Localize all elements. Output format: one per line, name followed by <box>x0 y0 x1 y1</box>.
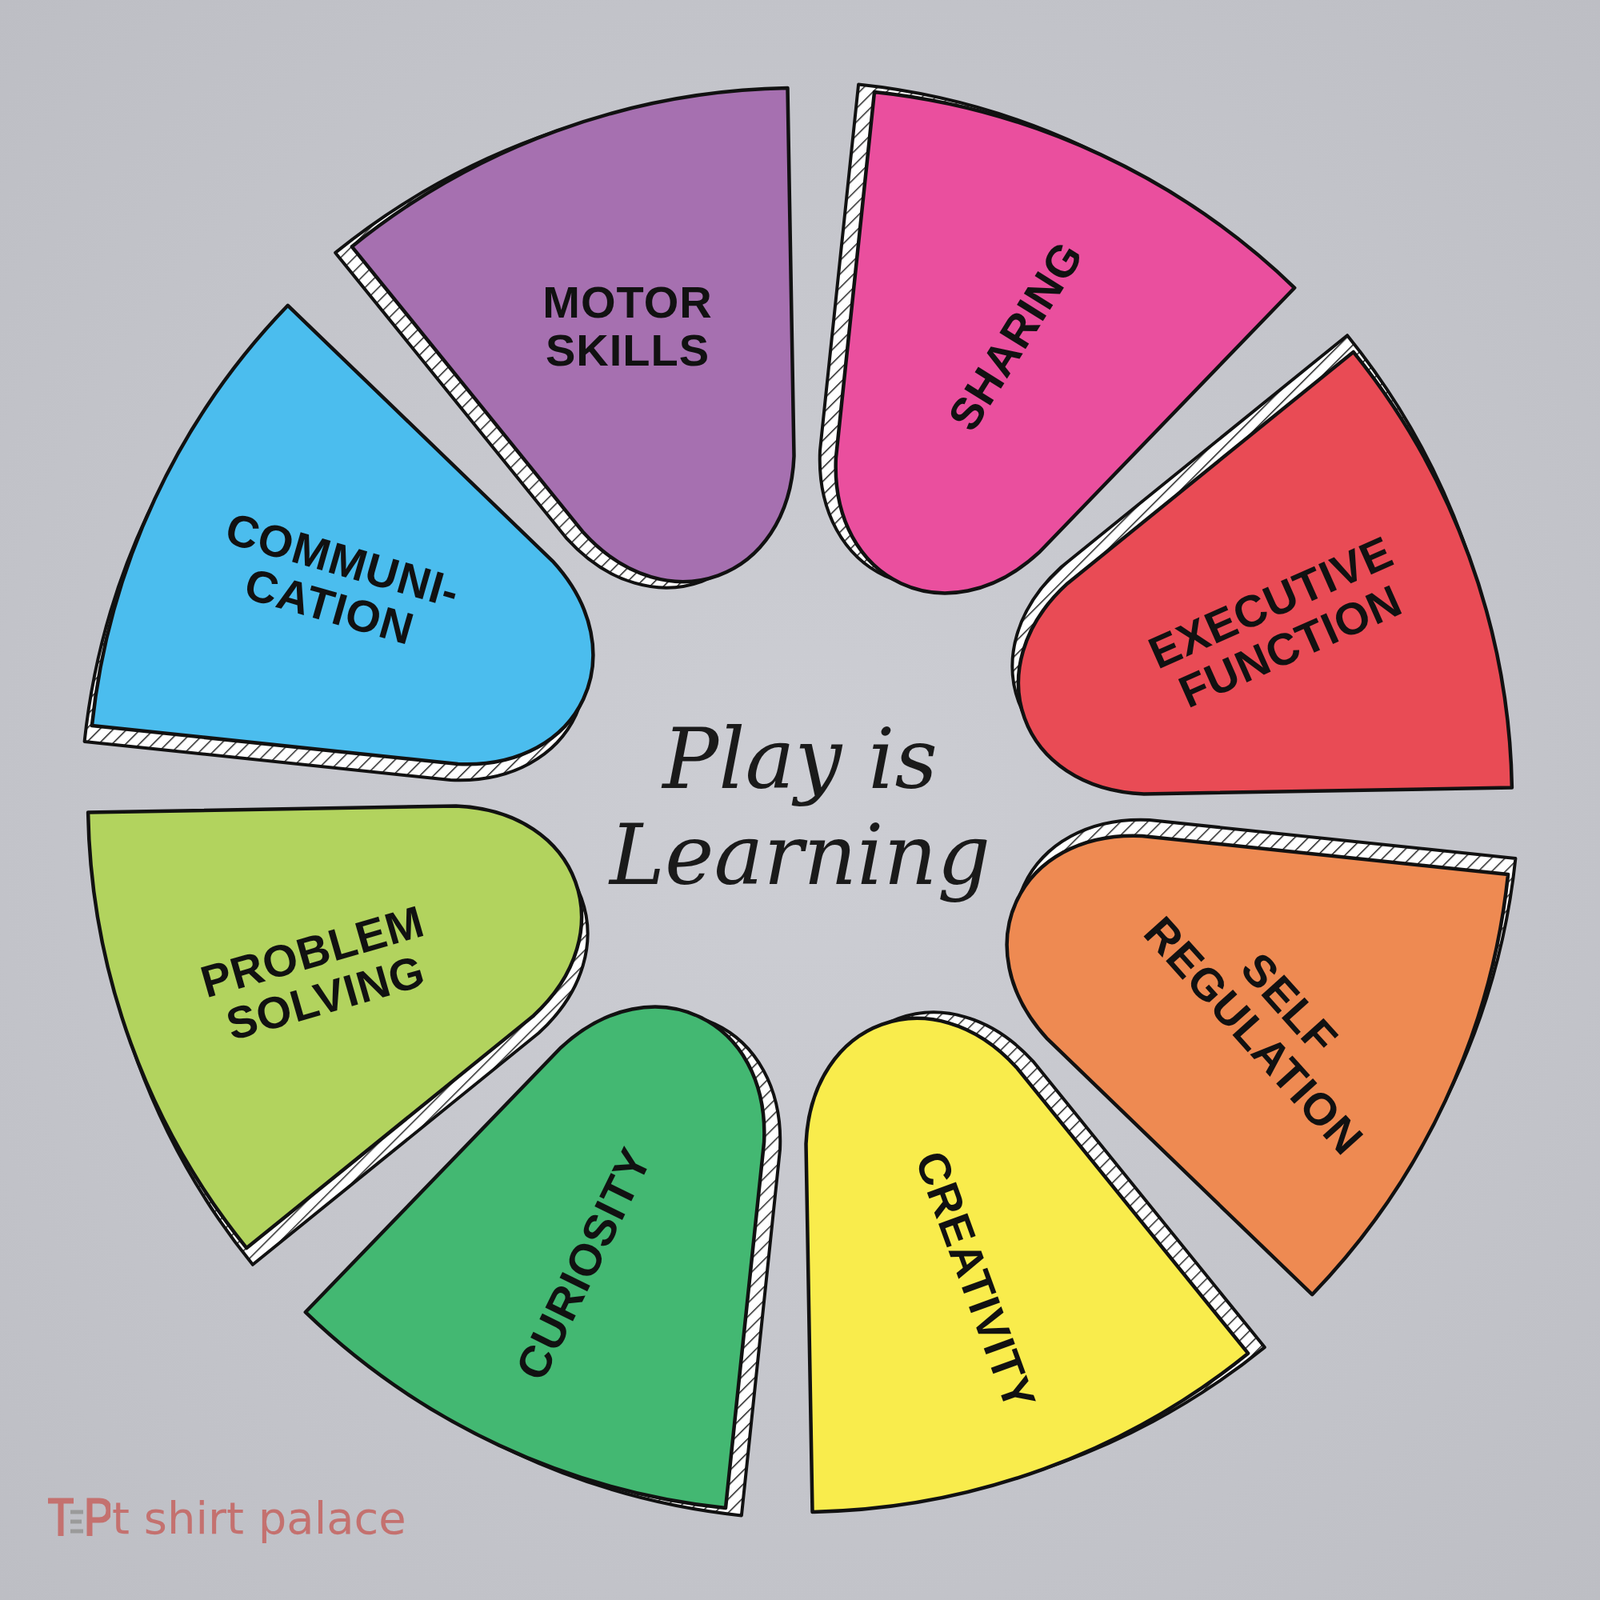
wheel-segment: EXECUTIVE FUNCTION <box>958 328 1519 804</box>
segment-shape <box>81 796 642 1272</box>
segment-shape <box>958 328 1519 804</box>
segment-face <box>92 305 593 765</box>
segment-shape <box>796 958 1272 1519</box>
segment-label: MOTOR SKILLS <box>542 278 712 376</box>
logo-mark <box>46 1494 111 1543</box>
watermark: t shirt palace <box>112 1492 407 1544</box>
segment-face <box>88 806 582 1249</box>
wheel-segment: CREATIVITY <box>796 958 1272 1519</box>
wheel-segment: PROBLEM SOLVING <box>81 796 642 1272</box>
segment-face <box>806 1018 1249 1512</box>
segment-face <box>1018 352 1512 795</box>
center-title: Play is Learning <box>609 712 991 904</box>
wheel-segment: COMMUNI- CATION <box>77 298 649 800</box>
